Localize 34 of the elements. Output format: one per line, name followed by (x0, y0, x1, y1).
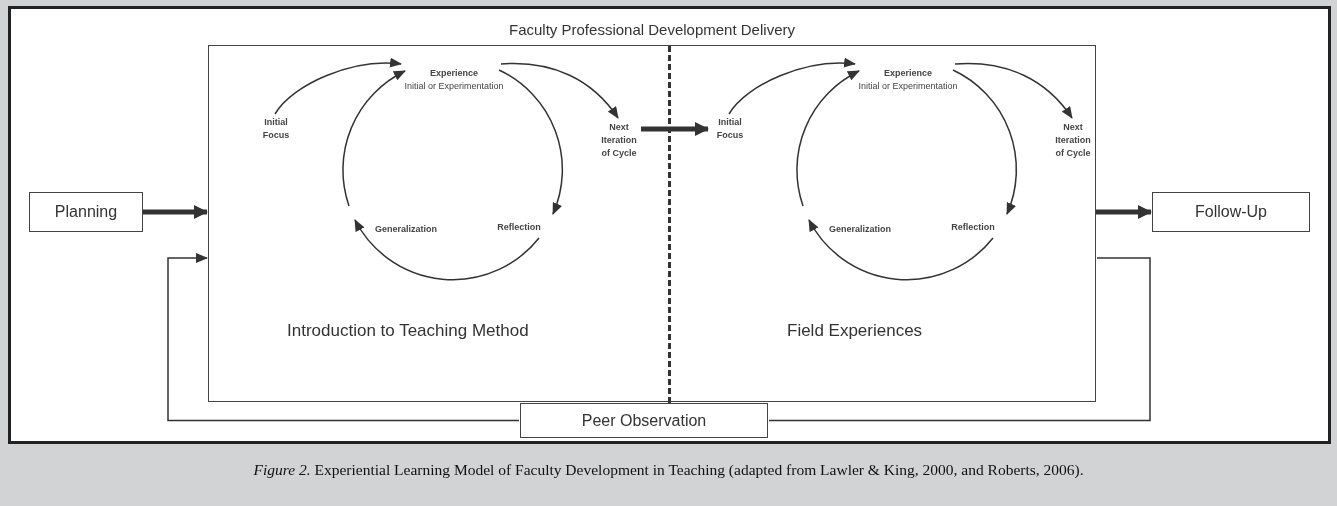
stage-label: Generalization (366, 223, 446, 237)
arrow (167, 253, 520, 422)
stage-label: Next Iteration of Cycle (1050, 121, 1096, 161)
panel-title: Introduction to Teaching Method (287, 321, 529, 341)
arrow (641, 122, 709, 136)
arrow (796, 70, 860, 207)
stage-label: Reflection (944, 221, 1002, 235)
arrow (498, 69, 564, 215)
figure-caption: Figure 2. Experiential Learning Model of Faculty Development in Teaching (adapted from Lawler & King, 2000, and Roberts, 2006). (252, 461, 1085, 479)
stage-label: Initial Focus (710, 116, 750, 144)
arrow (1096, 205, 1152, 219)
stage-label: Reflection (490, 221, 548, 235)
stage-note: Initial or Experimentation (404, 80, 504, 93)
connector-line (768, 257, 1151, 422)
stage-note: Initial or Experimentation (858, 80, 958, 93)
process-box: Planning (29, 192, 143, 232)
stage-label: Experience (883, 67, 933, 80)
arrow (808, 219, 994, 281)
frame-title: Faculty Professional Development Delivery (508, 21, 796, 38)
arrow (143, 205, 208, 219)
arrow (274, 58, 402, 115)
arrow (354, 219, 540, 281)
stage-label: Initial Focus (256, 116, 296, 144)
panel-title: Field Experiences (787, 321, 923, 341)
process-box: Peer Observation (520, 403, 768, 438)
stage-label: Experience (429, 67, 479, 80)
stage-label: Generalization (820, 223, 900, 237)
arrow (342, 70, 406, 207)
arrow (954, 62, 1073, 119)
arrow (500, 62, 619, 119)
arrow (952, 69, 1018, 215)
stage-label: Next Iteration of Cycle (596, 121, 642, 161)
arrow (728, 58, 856, 115)
process-box: Follow-Up (1152, 192, 1310, 232)
